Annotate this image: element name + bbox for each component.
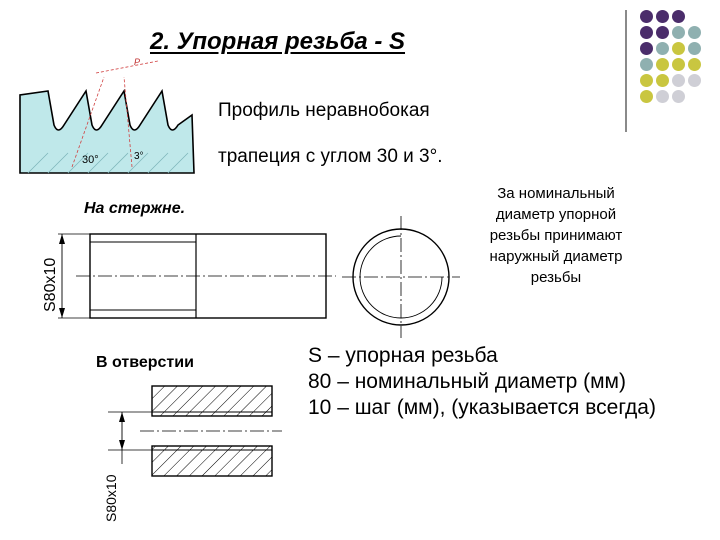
rod-dim-arrow-top xyxy=(59,234,65,244)
dot-purple xyxy=(656,10,669,23)
dot-olive xyxy=(656,58,669,71)
end-view-outer-circle xyxy=(352,228,450,326)
decorative-divider xyxy=(625,10,627,132)
dot-gray xyxy=(656,90,669,103)
angle-line-right xyxy=(123,76,133,168)
pitch-mark: P xyxy=(134,57,140,67)
note-line: наружный диаметр xyxy=(489,248,623,265)
rod-dim-arrow-bottom xyxy=(59,308,65,318)
dot-teal xyxy=(688,26,701,39)
angle-label-3: 3° xyxy=(134,151,144,162)
dot-purple xyxy=(640,42,653,55)
dot-teal xyxy=(640,58,653,71)
end-view-inner-arc xyxy=(359,235,443,319)
thread-hatching xyxy=(27,152,189,174)
slide-title: 2. Упорная резьба - S xyxy=(150,28,406,55)
dot-teal xyxy=(672,26,685,39)
dot-gray xyxy=(672,90,685,103)
pitch-dimension-line xyxy=(95,60,159,74)
dot-purple xyxy=(640,26,653,39)
hole-drawing: S80x10 xyxy=(103,385,282,522)
decorative-dot-grid xyxy=(640,10,702,105)
rod-drawing: S80x10 xyxy=(42,233,336,319)
hole-section-top xyxy=(151,385,273,417)
dot-olive xyxy=(672,42,685,55)
dot-olive xyxy=(640,90,653,103)
dot-purple xyxy=(672,10,685,23)
dot-olive xyxy=(672,58,685,71)
note-line: За номинальный xyxy=(497,185,615,202)
thread-profile-shape xyxy=(19,88,195,174)
designation-legend: S – упорная резьба 80 – номинальный диам… xyxy=(308,343,656,421)
dot-gray xyxy=(688,74,701,87)
hole-dim-arrow-bottom xyxy=(119,440,125,450)
legend-line-80: 80 – номинальный диаметр (мм) xyxy=(308,370,626,393)
hole-dimension-label: S80x10 xyxy=(103,474,119,522)
note-line: резьбы принимают xyxy=(489,227,623,244)
dot-purple xyxy=(656,26,669,39)
dot-teal xyxy=(688,42,701,55)
note-line: диаметр упорной xyxy=(495,206,617,223)
rod-end-view xyxy=(342,216,460,338)
legend-line-s: S – упорная резьба xyxy=(308,344,498,367)
dot-olive xyxy=(640,74,653,87)
rod-caption: На стержне. xyxy=(84,200,186,217)
dot-teal xyxy=(656,42,669,55)
thread-profile-drawing: P 30° 3° xyxy=(19,57,195,174)
dot-gray xyxy=(672,74,685,87)
legend-line-10: 10 – шаг (мм), (указывается всегда) xyxy=(308,396,656,419)
dot-olive xyxy=(656,74,669,87)
hole-section-bottom xyxy=(151,445,273,477)
hole-caption: В отверстии xyxy=(96,354,194,371)
rod-dimension-label: S80x10 xyxy=(42,258,59,312)
nominal-diameter-note: За номинальный диаметр упорной резьбы пр… xyxy=(472,183,640,288)
dot-olive xyxy=(688,58,701,71)
profile-line-2: трапеция с углом 30 и 3°. xyxy=(218,146,443,167)
profile-line-1: Профиль неравнобокая xyxy=(218,100,430,121)
hole-dim-arrow-top xyxy=(119,412,125,422)
note-line: резьбы xyxy=(530,269,582,286)
angle-line-left xyxy=(71,76,105,168)
dot-purple xyxy=(640,10,653,23)
angle-label-30: 30° xyxy=(82,154,99,166)
